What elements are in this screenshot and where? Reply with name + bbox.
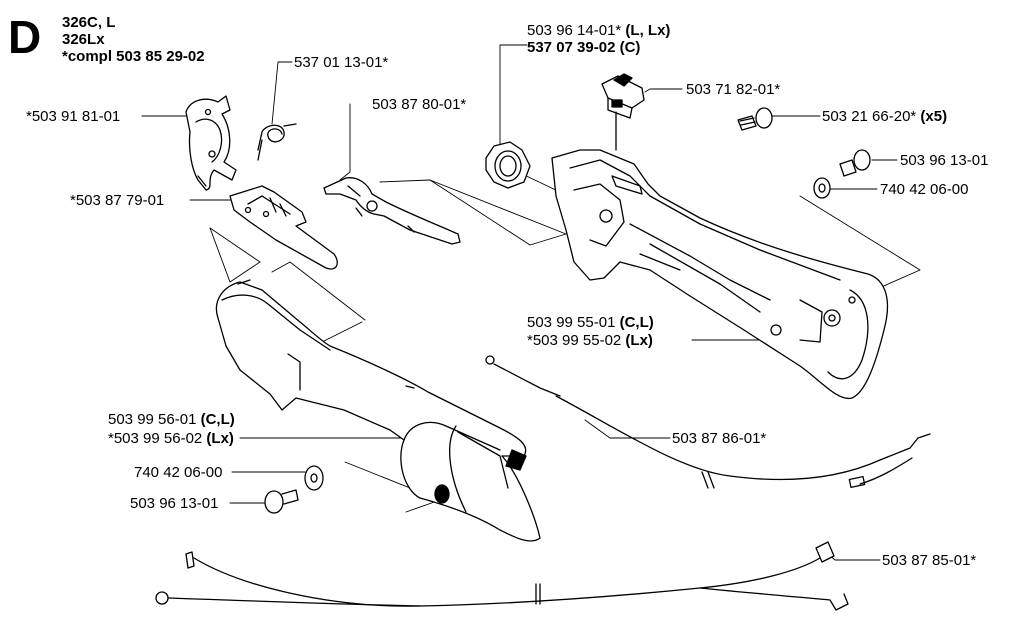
screw-part-right [839, 149, 871, 177]
section-letter: D [8, 11, 42, 63]
model-line-1: 326C, L [62, 14, 116, 31]
washer-part-left [304, 465, 324, 491]
model-header: 326C, L 326Lx *compl 503 85 29-02 [62, 14, 205, 65]
part-label-503-21-66-20: 503 21 66-20* (x5) [822, 108, 948, 125]
clamp-part [185, 95, 237, 191]
part-label-503-91-81-01: *503 91 81-01 [26, 108, 121, 125]
part-label-503-87-85-01: 503 87 85-01* [882, 552, 977, 569]
stop-wire-part [155, 541, 849, 611]
part-label-503-99-55-02: *503 99 55-02 (Lx) [527, 332, 653, 349]
throttle-lever-part [323, 177, 461, 245]
trigger-part [229, 185, 338, 270]
part-label-503-96-13-01-right: 503 96 13-01 [900, 152, 989, 169]
part-label-503-96-13-01-left: 503 96 13-01 [130, 495, 219, 512]
ring-nut-part [485, 141, 531, 189]
part-label-503-87-79-01: *503 87 79-01 [70, 192, 165, 209]
screw-part-left [264, 489, 299, 514]
part-label-503-99-55-01: 503 99 55-01 (C,L) [527, 314, 654, 331]
part-label-537-07-39-02: 537 07 39-02 (C) [527, 39, 641, 56]
part-label-503-99-56-01: 503 99 56-01 (C,L) [108, 411, 235, 428]
model-line-2: 326Lx [62, 31, 105, 48]
part-label-503-71-82-01: 503 71 82-01* [686, 81, 781, 98]
part-label-503-96-14-01: 503 96 14-01* (L, Lx) [527, 22, 671, 39]
part-label-740-42-06-00-left: 740 42 06-00 [134, 464, 223, 481]
spring-part [257, 123, 297, 161]
handle-housing-left [215, 279, 541, 542]
part-label-537-01-13-01: 537 01 13-01* [294, 54, 389, 71]
handle-housing-right [551, 149, 889, 400]
part-label-503-87-80-01: 503 87 80-01* [372, 96, 467, 113]
washer-part-right [813, 177, 831, 199]
leader-lines [141, 44, 921, 561]
stop-switch-part [601, 73, 645, 151]
throttle-cable-part [485, 355, 931, 489]
part-label-503-87-86-01: 503 87 86-01* [672, 430, 767, 447]
part-label-740-42-06-00-right: 740 42 06-00 [880, 181, 969, 198]
screw-part [737, 107, 773, 131]
part-label-503-99-56-02: *503 99 56-02 (Lx) [108, 430, 234, 447]
kit-line: *compl 503 85 29-02 [62, 48, 205, 65]
